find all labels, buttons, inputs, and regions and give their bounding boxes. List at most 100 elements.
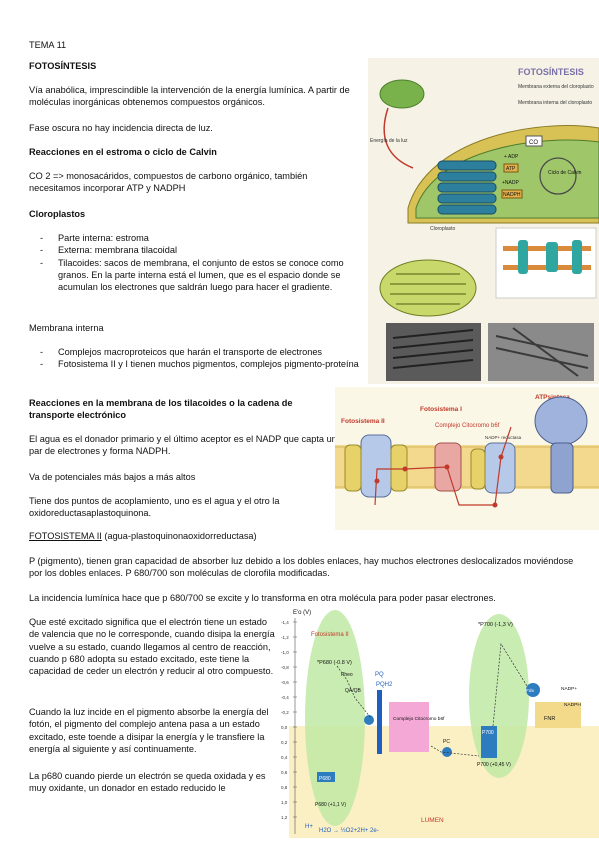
axis-tick-label: -0,6 — [281, 680, 289, 685]
fig1-atp: ATP — [506, 166, 516, 172]
excited-paragraph: Que esté excitado significa que el elect… — [29, 617, 275, 677]
fig3-fnr: FNR — [544, 716, 555, 722]
axis-ticks: -1,4-1,2-1,0-0,8-0,6-0,4-0,20,00,20,40,6… — [281, 620, 297, 820]
tilacoid-heading: Reacciones en la membrana de los tilacoi… — [29, 398, 293, 421]
p680-paragraph: La p680 cuando pierde un electrón se que… — [29, 771, 266, 794]
axis-tick-label: -0,8 — [281, 665, 289, 670]
fig3-cyt-box: Complejo Citocromo b6f — [393, 716, 445, 722]
fig3-qa: QA/QB — [345, 688, 362, 694]
ps2-heading-rest: (agua-plastoquinonaoxidorreductasa) — [101, 531, 257, 541]
fig3-p680-star: *P680 (-0.8 V) — [317, 660, 352, 666]
electron-transport-figure: Fotosistema II Fotosistema I ATPsintasa … — [335, 387, 599, 530]
axis-tick-label: 1,0 — [281, 800, 288, 805]
water-paragraph: El agua es el donador primario y el últi… — [29, 434, 337, 457]
fig3-lumen: LUMEN — [421, 817, 444, 824]
fig3-pheo: Pheo — [341, 672, 353, 678]
axis-tick-label: 1,2 — [281, 815, 288, 820]
z-path — [336, 642, 528, 757]
pq-bar — [377, 690, 382, 754]
cyt-b6f-box — [389, 702, 429, 752]
electron-path — [374, 426, 512, 506]
fig3-axis-label: E'o (V) — [293, 610, 311, 616]
zoom-arrow — [383, 107, 414, 169]
thylakoid-sketch — [379, 259, 477, 317]
fig1-adp: + ADP — [504, 154, 519, 160]
calvin-paragraph: CO 2 => monosacáridos, compuestos de car… — [29, 171, 308, 194]
axis-tick-label: 0,8 — [281, 785, 288, 790]
axis-tick-label: -1,4 — [281, 620, 289, 625]
ps1-antenna — [470, 448, 486, 490]
page-heading: TEMA 11 — [29, 40, 67, 50]
micrograph-right — [488, 323, 594, 381]
axis-tick-label: 0,6 — [281, 770, 288, 775]
fig3-h-plus: H+ — [305, 824, 313, 830]
fnr-box — [535, 702, 581, 728]
incidence-paragraph: La incidencia lumínica hace que p 680/70… — [29, 593, 496, 603]
thylakoid-lines — [390, 273, 466, 305]
membrane-proteins — [518, 240, 582, 274]
fig1-calvin: Ciclo de Calvin — [548, 170, 582, 176]
electron-dots — [374, 454, 504, 508]
fig3-p680-pot: P680 (+1,1 V) — [315, 802, 346, 808]
pc-node — [442, 747, 452, 757]
axis-tick-label: 0,2 — [281, 740, 288, 745]
fig2-atp-synthase-label: ATPsintasa — [535, 394, 570, 401]
p700-bar — [481, 726, 497, 758]
photon-paragraph: Cuando la luz incide en el pigmento abso… — [29, 707, 269, 754]
axis-tick-label: -1,2 — [281, 635, 289, 640]
pq-node — [364, 715, 374, 725]
micrograph-right-bands — [495, 327, 589, 377]
atp-synthase-stalk — [550, 442, 574, 494]
ps2-antenna-left — [344, 444, 362, 492]
fig2-ps2-label: Fotosistema II — [341, 418, 385, 425]
axis-tick-label: 0,0 — [281, 725, 288, 730]
ps2-ellipse — [305, 610, 365, 826]
fig1-outer-membrane: Membrana externa del cloroplasto — [518, 84, 594, 90]
chloroplast-heading: Cloroplastos — [29, 209, 86, 219]
fig3-p700-pot: P700 (+0,45 V) — [477, 762, 511, 768]
fig1-nadph: NADPH — [503, 192, 521, 198]
fig3-nadp: NADP+ — [561, 686, 577, 692]
ps1-ellipse — [469, 614, 529, 778]
calvin-heading: Reacciones en el estroma o ciclo de Calv… — [29, 147, 217, 157]
fig1-chloroplast: Cloroplasto — [430, 226, 456, 232]
intro-paragraph: Vía anabólica, imprescindible la interve… — [29, 85, 350, 108]
axis-tick-label: -1,0 — [281, 650, 289, 655]
p680-bar — [317, 772, 335, 782]
list-item: Complejos macroproteicos que harán el tr… — [29, 346, 367, 359]
pigment-paragraph: P (pigmento), tienen gran capacidad de a… — [29, 556, 574, 579]
list-item: Externa: membrana tilacoidal — [29, 244, 367, 257]
chloroplast-figure: FOTOSÍNTESIS Membrana externa del clorop… — [368, 58, 599, 384]
potentials-paragraph: Va de potenciales más bajos a más altos — [29, 472, 196, 482]
chloroplast-thumbnail — [379, 79, 425, 109]
fig1-title: FOTOSÍNTESIS — [518, 67, 584, 77]
fig3-nadph: NADPH — [564, 702, 581, 708]
atp-synthase-head — [534, 396, 588, 446]
membrane-heading: Membrana interna — [29, 323, 104, 333]
page-title: FOTOSÍNTESIS — [29, 61, 97, 71]
dark-phase-paragraph: Fase oscura no hay incidencia directa de… — [29, 123, 213, 133]
axis-tick-label: -0,2 — [281, 710, 289, 715]
fig3-ps2-label: Fotosistema II — [311, 632, 349, 638]
fig3-p700: P700 — [482, 730, 494, 736]
fig1-light-energy: Energía de la luz — [370, 138, 408, 144]
grana-stacks — [437, 160, 497, 215]
fig3-p700-star: *P700 (-1,3 V) — [478, 622, 513, 628]
list-item: Parte interna: estroma — [29, 232, 367, 245]
fig3-pqh2: PQH2 — [376, 682, 393, 688]
chloroplast-list: Parte interna: estroma Externa: membrana… — [29, 232, 367, 293]
fig3-water: H2O → ½O2+2H+ 2e- — [319, 827, 379, 834]
axis-tick-label: 0,4 — [281, 755, 288, 760]
fig3-fdx: Fdx — [526, 688, 535, 694]
fig2-cyt-label: Complejo Citocromo b6f — [435, 423, 500, 429]
membrane-list: Complejos macroproteicos que harán el tr… — [29, 346, 367, 371]
micrograph-left-bands — [392, 329, 474, 369]
ps2-heading: FOTOSISTEMA II (agua-plastoquinonaoxidor… — [29, 530, 257, 542]
ps2-heading-underlined: FOTOSISTEMA II — [29, 531, 102, 541]
fig2-nadp-label: NADP+ reductasa — [485, 435, 522, 440]
list-item: Tilacoides: sacos de membrana, el conjun… — [29, 257, 367, 294]
fig1-co2: CO — [529, 140, 538, 146]
fig3-pq: PQ — [375, 672, 384, 678]
fig2-ps1-label: Fotosistema I — [420, 406, 462, 413]
